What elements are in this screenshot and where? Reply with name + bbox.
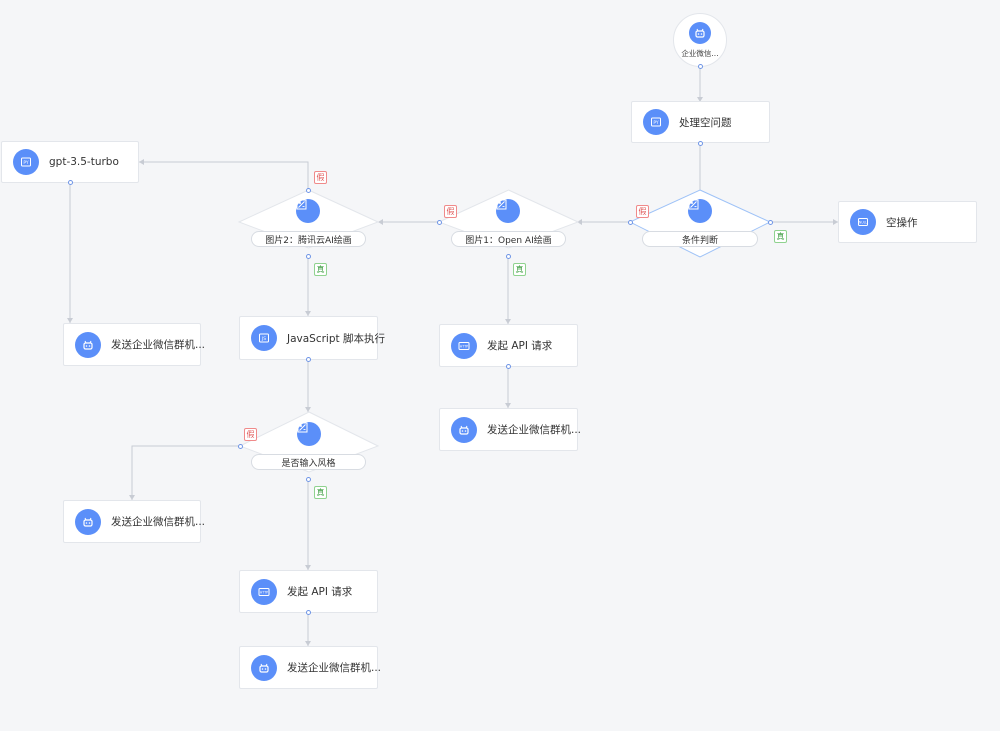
node-send-openai[interactable]: 发送企业微信群机... (439, 408, 582, 451)
node-label: 发送企业微信群机... (287, 662, 382, 674)
node-preprocess[interactable]: PY 处理空问题 (631, 101, 770, 143)
python-icon: PY (13, 149, 39, 175)
true-tag: 真 (314, 263, 327, 276)
false-tag: 假 (636, 205, 649, 218)
false-tag: 假 (314, 171, 327, 184)
decision-shape (628, 189, 772, 258)
http-icon: HTTP (251, 578, 277, 605)
node-http-bottom[interactable]: HTTP 发起 API 请求 (239, 570, 378, 613)
decision-condition[interactable]: 条件判断 (628, 189, 772, 258)
port-openai-false[interactable] (436, 219, 442, 225)
true-tag: 真 (774, 230, 787, 243)
start-node[interactable]: 企业微信... (673, 13, 727, 67)
true-tag: 真 (513, 263, 526, 276)
condition-icon (296, 199, 320, 223)
port-tencent-false[interactable] (305, 187, 311, 193)
node-label: 发送企业微信群机... (111, 339, 206, 351)
node-send-left[interactable]: 发送企业微信群机... (63, 323, 205, 366)
decision-tencent[interactable]: 图片2：腾讯云AI绘画 (237, 189, 380, 257)
robot-icon (75, 331, 101, 358)
robot-icon (75, 508, 101, 535)
decision-label: 图片1：Open AI绘画 (451, 231, 566, 247)
port-cond-false[interactable] (627, 219, 633, 225)
node-javascript[interactable]: JS JavaScript 脚本执行 (239, 316, 385, 360)
node-label: 发起 API 请求 (487, 340, 553, 352)
node-label: 空操作 (886, 216, 918, 229)
node-label: JavaScript 脚本执行 (287, 332, 385, 345)
python-icon: PY (643, 109, 669, 135)
node-label: 发送企业微信群机... (487, 424, 582, 436)
svg-text:HTTP: HTTP (260, 590, 268, 594)
decision-openai[interactable]: 图片1：Open AI绘画 (437, 189, 580, 257)
robot-icon (689, 21, 711, 44)
port-openai-true[interactable] (505, 254, 511, 259)
node-gpt[interactable]: PY gpt-3.5-turbo (1, 141, 139, 183)
robot-icon (451, 416, 477, 443)
condition-icon (688, 199, 712, 223)
port-gpt-out[interactable] (67, 180, 73, 185)
false-tag: 假 (444, 205, 457, 218)
decision-label: 是否输入风格 (251, 454, 366, 470)
decision-style[interactable]: 是否输入风格 (238, 411, 380, 480)
javascript-icon: JS (251, 325, 277, 351)
node-send-bottom[interactable]: 发送企业微信群机... (239, 646, 382, 689)
port-js-out[interactable] (305, 357, 311, 362)
port-tencent-true[interactable] (305, 254, 311, 259)
node-label: 发起 API 请求 (287, 586, 353, 598)
port-preprocess-out[interactable] (697, 141, 703, 146)
http-icon: HTTP (451, 332, 477, 359)
true-tag: 真 (314, 486, 327, 499)
node-label: 发送企业微信群机... (111, 516, 206, 528)
port-http-bottom-out[interactable] (305, 610, 311, 615)
node-label: 处理空问题 (679, 116, 732, 129)
decision-label: 图片2：腾讯云AI绘画 (251, 231, 366, 247)
svg-text:JS: JS (261, 336, 266, 342)
svg-text:PY: PY (653, 120, 659, 126)
node-label: gpt-3.5-turbo (49, 156, 119, 168)
port-style-false[interactable] (237, 443, 243, 449)
svg-text:HTTP: HTTP (460, 344, 468, 348)
edge-tencent-gpt (139, 161, 309, 190)
node-http-openai[interactable]: HTTP 发起 API 请求 (439, 324, 578, 367)
null-icon: NULL (850, 209, 876, 235)
edge-style-send (131, 445, 240, 500)
robot-icon (251, 654, 277, 681)
port-cond-true[interactable] (767, 219, 773, 225)
port-http-out[interactable] (505, 364, 511, 369)
svg-text:NULL: NULL (859, 221, 867, 225)
port-start-out[interactable] (697, 64, 703, 69)
svg-text:PY: PY (23, 160, 29, 166)
start-node-label: 企业微信... (681, 48, 719, 58)
condition-icon (496, 199, 520, 223)
port-style-true[interactable] (305, 477, 311, 482)
false-tag: 假 (244, 428, 257, 441)
decision-label: 条件判断 (642, 231, 758, 247)
node-noop[interactable]: NULL 空操作 (838, 201, 977, 243)
node-send-style-false[interactable]: 发送企业微信群机... (63, 500, 205, 543)
condition-icon (297, 422, 321, 446)
